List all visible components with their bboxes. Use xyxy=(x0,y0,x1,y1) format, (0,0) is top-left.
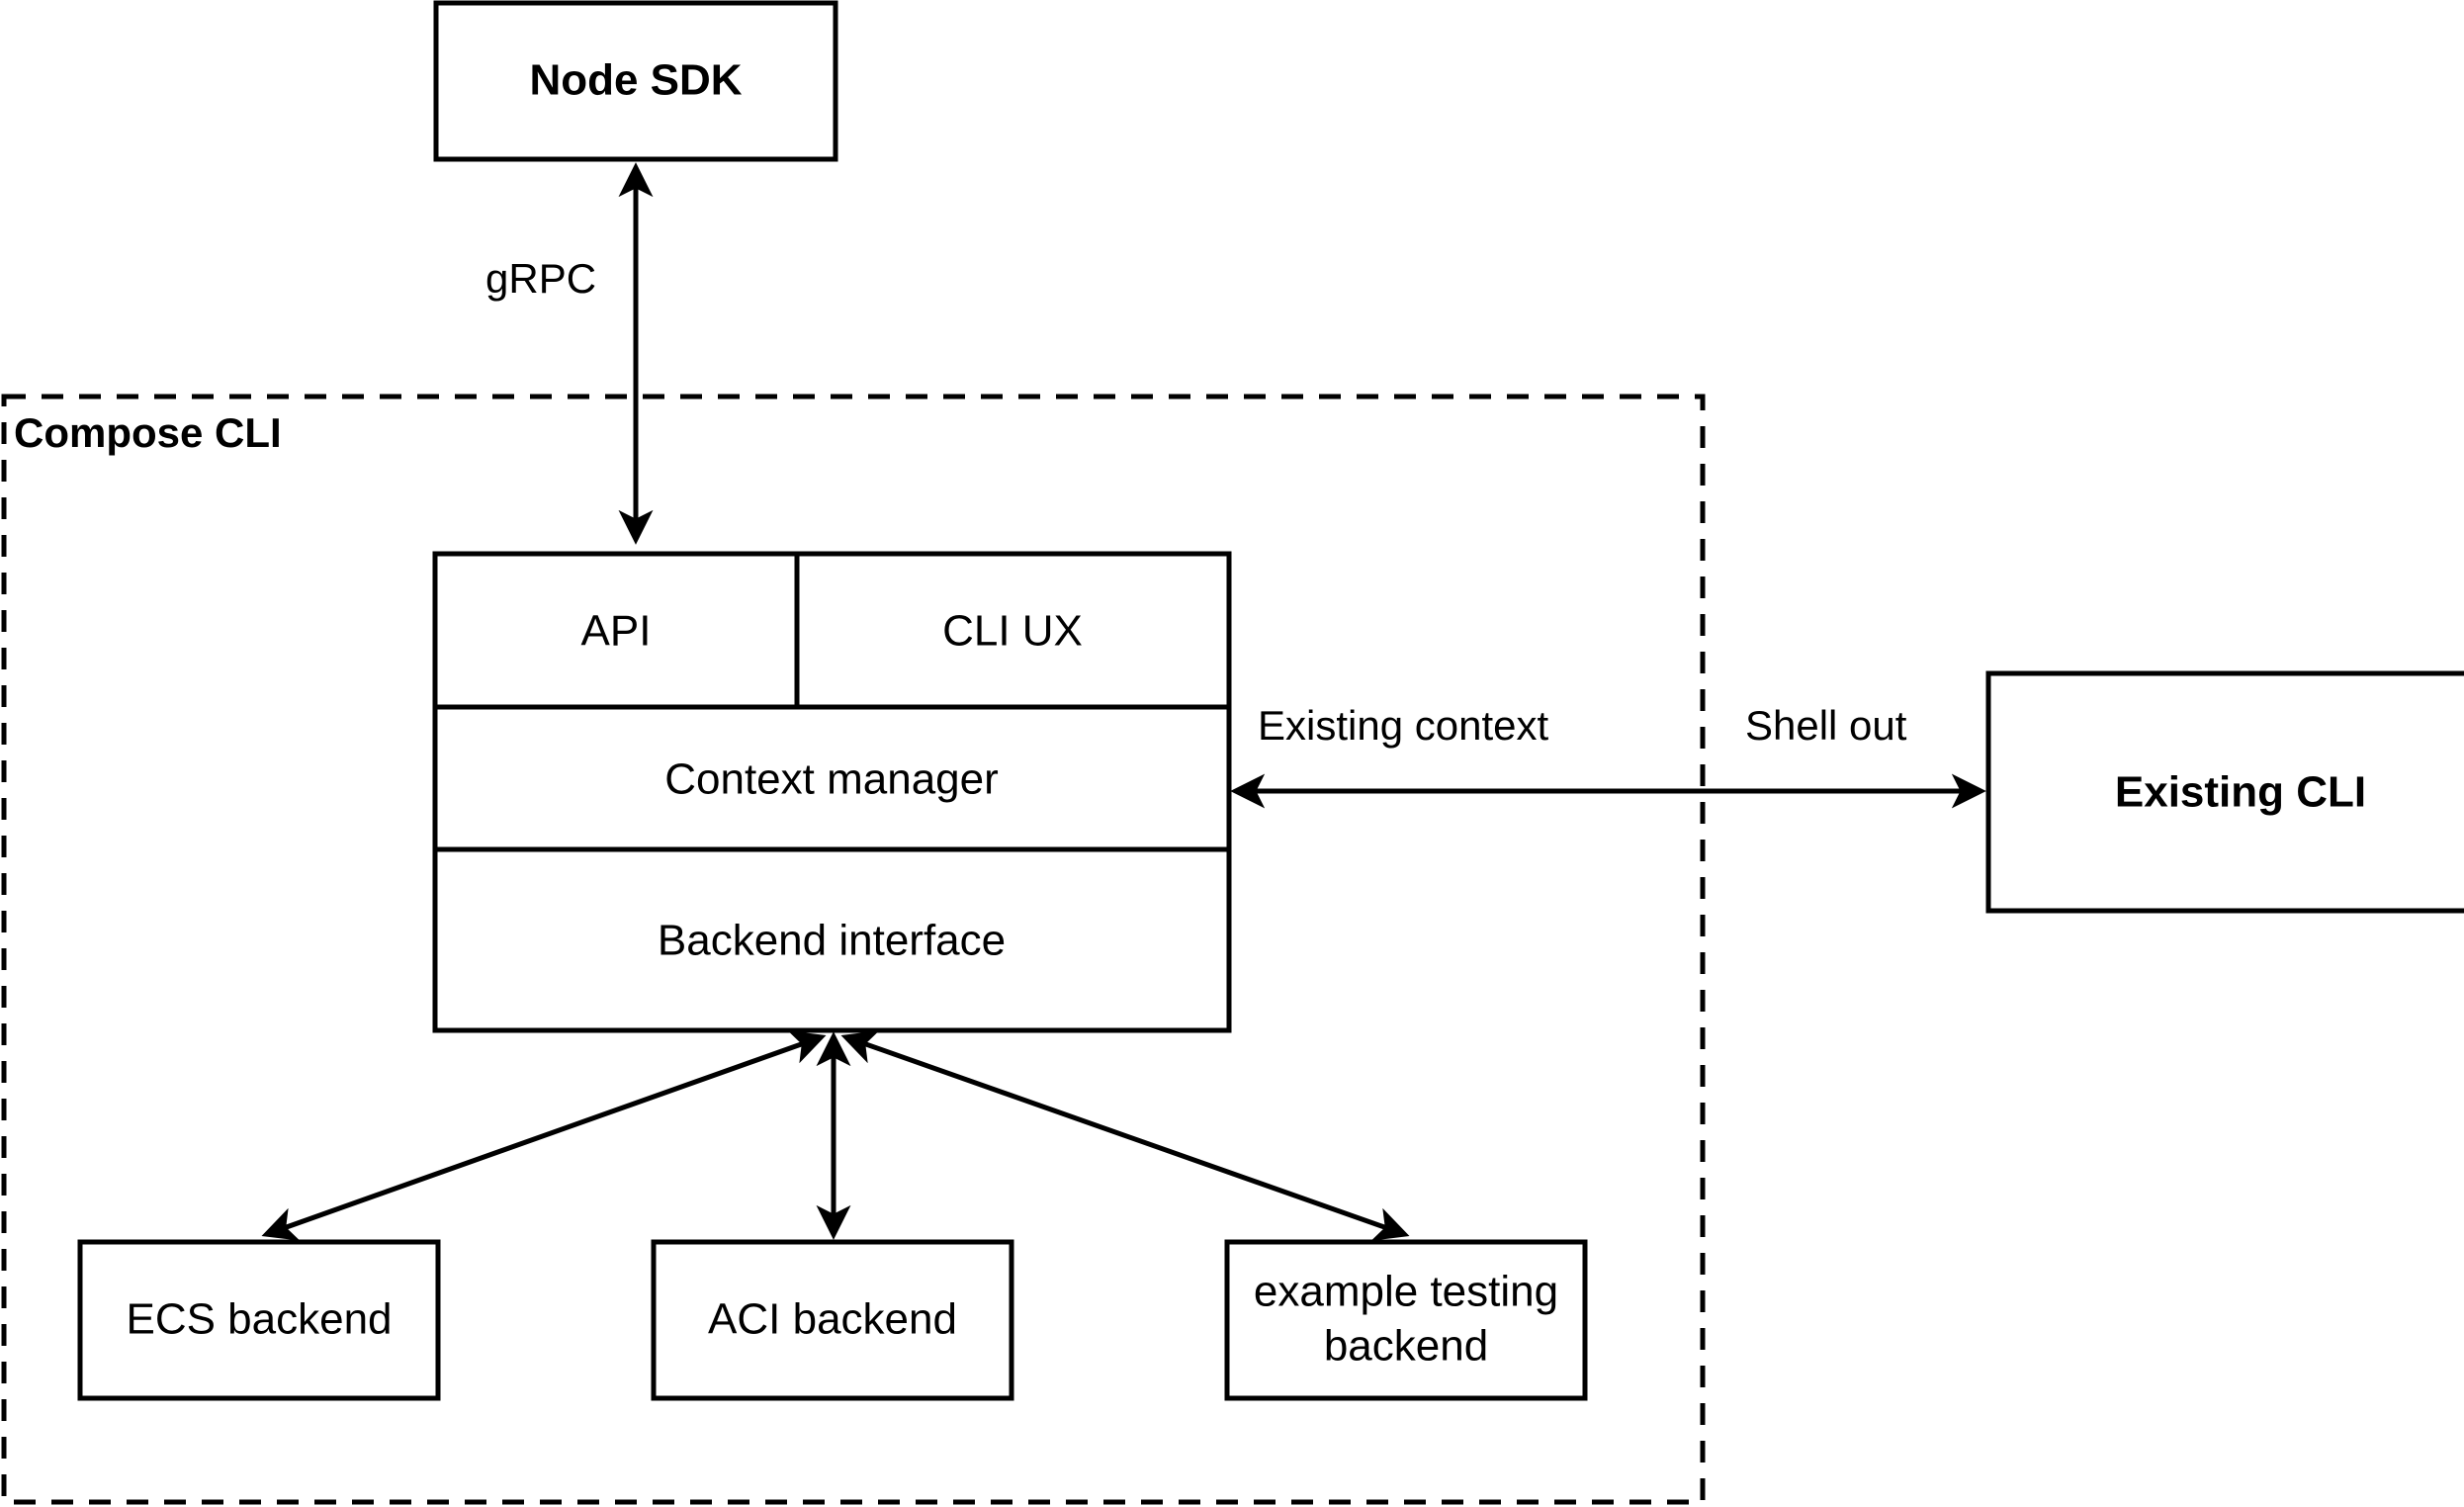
example-testing-backend-label-line1: example testing xyxy=(1254,1268,1558,1316)
compose-cli-stack-box xyxy=(432,551,1232,1033)
context-manager-label[interactable]: Context manager xyxy=(664,755,999,804)
grpc-edge-label: gRPC xyxy=(485,255,596,302)
existing-cli-edge[interactable]: Existing context Shell out xyxy=(1230,702,1986,809)
grpc-edge[interactable]: gRPC xyxy=(485,162,654,545)
cli-ux-label[interactable]: CLI UX xyxy=(942,607,1083,656)
ecs-backend-arrow[interactable] xyxy=(261,1030,827,1241)
existing-cli-box[interactable] xyxy=(1985,670,2464,914)
aci-backend-box[interactable] xyxy=(651,1239,1014,1401)
ecs-backend-label: ECS backend xyxy=(126,1295,392,1344)
shell-out-edge-label: Shell out xyxy=(1745,702,1907,749)
api-label[interactable]: API xyxy=(581,607,652,656)
node-sdk-node[interactable]: Node SDK xyxy=(433,0,838,162)
compose-cli-group-border xyxy=(1,394,1706,1505)
existing-cli-node[interactable]: Existing CLI xyxy=(1985,670,2464,914)
aci-backend-label: ACI backend xyxy=(708,1295,957,1344)
node-sdk-box[interactable] xyxy=(433,0,838,162)
compose-cli-group: Compose CLI xyxy=(1,394,1706,1505)
ecs-backend-node[interactable]: ECS backend xyxy=(77,1239,441,1401)
compose-cli-group-label: Compose CLI xyxy=(14,409,282,456)
ecs-backend-box[interactable] xyxy=(77,1239,441,1401)
node-sdk-label: Node SDK xyxy=(529,56,742,105)
example-testing-backend-arrow[interactable] xyxy=(840,1030,1410,1241)
compose-cli-stack: API CLI UX Context manager Backend inter… xyxy=(432,551,1232,1033)
example-testing-backend-box[interactable] xyxy=(1224,1239,1588,1401)
existing-context-edge-label: Existing context xyxy=(1258,702,1548,749)
aci-backend-node[interactable]: ACI backend xyxy=(651,1239,1014,1401)
existing-cli-label: Existing CLI xyxy=(2115,768,2366,817)
backend-edges[interactable] xyxy=(261,1030,1410,1241)
example-testing-backend-label-line2: backend xyxy=(1324,1322,1488,1371)
backend-interface-label[interactable]: Backend interface xyxy=(658,917,1006,965)
example-testing-backend-node[interactable]: example testing backend xyxy=(1224,1239,1588,1401)
